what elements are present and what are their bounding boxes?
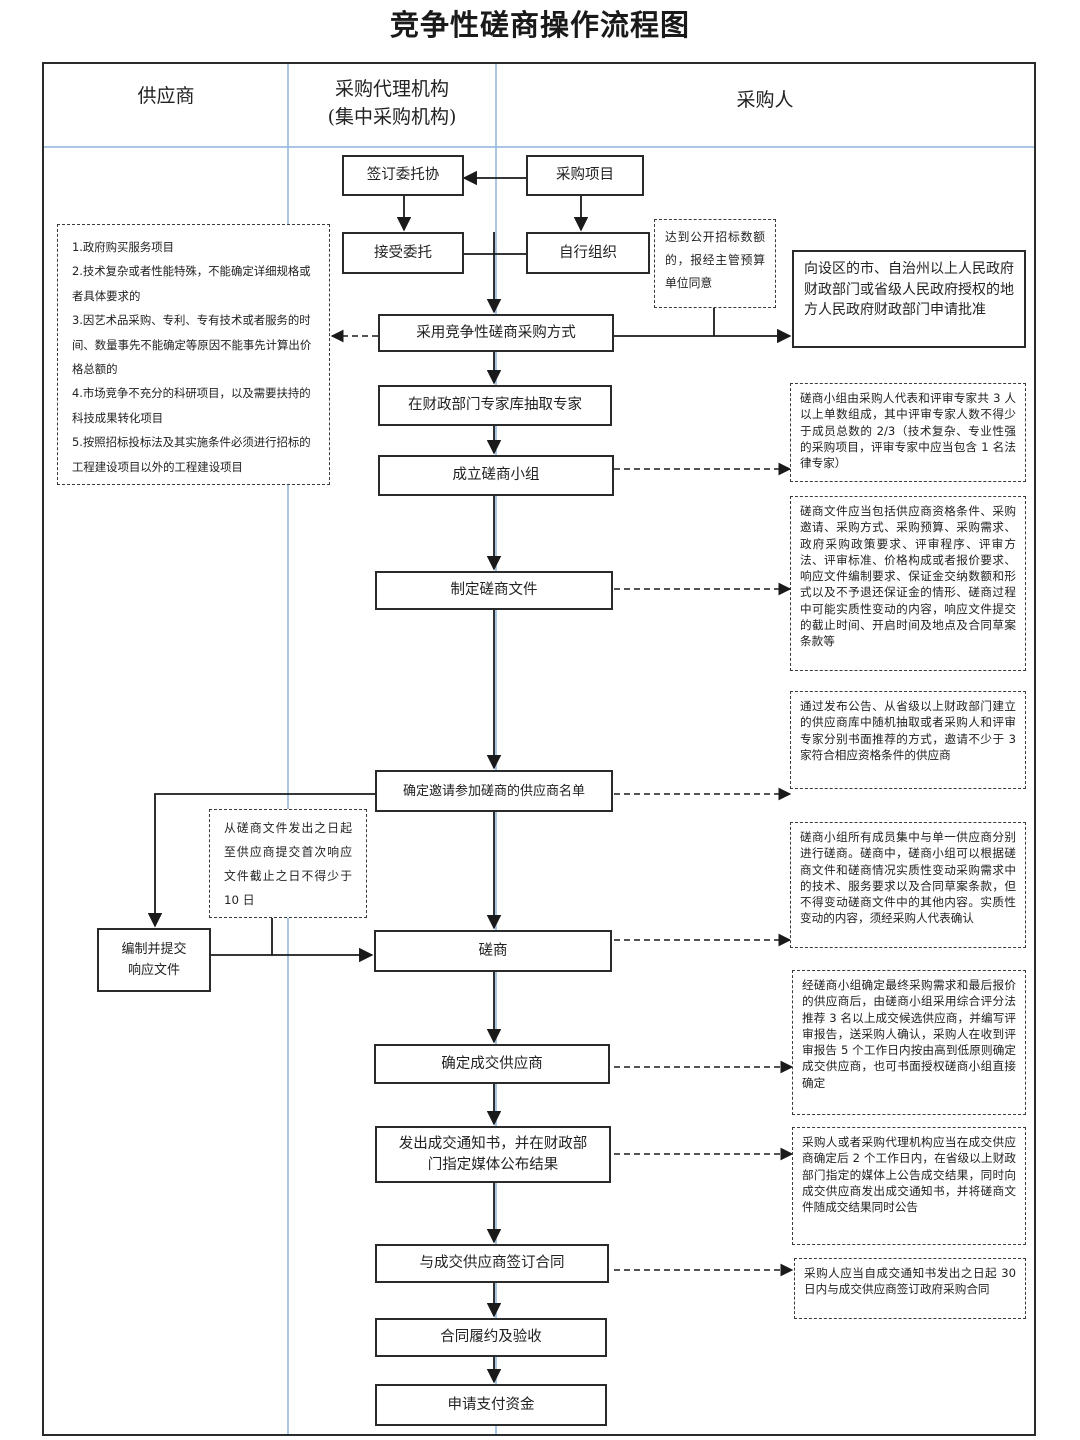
condition-item: 5.按照招标投标法及其实施条件必须进行招标的工程建设项目以外的工程建设项目 xyxy=(72,435,311,474)
lane-agency-label: 采购代理机构 xyxy=(334,78,449,100)
step-purchase-project-label: 采购项目 xyxy=(556,167,614,183)
step-submit-response-line1: 编制并提交 xyxy=(121,942,187,957)
lane-purchaser-label: 采购人 xyxy=(736,89,794,111)
step-submit-response: 编制并提交 响应文件 xyxy=(97,928,211,992)
step-purchase-project: 采购项目 xyxy=(526,155,644,196)
step-form-group: 成立磋商小组 xyxy=(378,455,614,496)
step-confirm-supplier-label: 确定成交供应商 xyxy=(441,1055,543,1072)
step-self-organize: 自行组织 xyxy=(526,232,650,274)
step-publish-notice-line1: 发出成交通知书，并在财政部 xyxy=(398,1135,588,1152)
condition-item: 3.因艺术品采购、专利、专有技术或者服务的时间、数量事先不能确定等原因不能事先计… xyxy=(72,313,312,377)
step-sign-contract-label: 与成交供应商签订合同 xyxy=(419,1255,565,1271)
note-winner-rule: 经磋商小组确定最终采购需求和最后报价的供应商后，由磋商小组采用综合评分法推荐 3… xyxy=(792,970,1026,1115)
step-self-organize-label: 自行组织 xyxy=(559,244,617,261)
step-prepare-docs-label: 制定磋商文件 xyxy=(450,582,538,598)
step-accept-entrust: 接受委托 xyxy=(342,232,464,274)
step-sign-entrust-label: 签订委托协 xyxy=(366,167,440,183)
step-sign-entrust: 签订委托协 xyxy=(342,155,464,196)
step-payment: 申请支付资金 xyxy=(375,1384,607,1426)
arrow-list-to-response xyxy=(147,793,375,928)
step-consultation-label: 磋商 xyxy=(478,942,508,959)
condition-item: 2.技术复杂或者性能特殊，不能确定详细规格或者具体要求的 xyxy=(72,264,311,303)
step-publish-notice-line2: 门指定媒体公布结果 xyxy=(427,1156,559,1173)
step-accept-entrust-label: 接受委托 xyxy=(374,244,432,261)
condition-item: 4.市场竞争不充分的科研项目，以及需要扶持的科技成果转化项目 xyxy=(72,386,311,425)
lane-agency-sublabel: (集中采购机构) xyxy=(327,106,457,128)
flowchart-frame xyxy=(42,62,1036,1436)
note-announce-rule: 采购人或者采购代理机构应当在成交供应商确定后 2 个工作日内，在省级以上财政部门… xyxy=(792,1127,1026,1245)
page-title: 竞争性磋商操作流程图 xyxy=(389,8,690,42)
step-adopt-method: 采用竞争性磋商采购方式 xyxy=(378,314,614,352)
lane-supplier-label: 供应商 xyxy=(137,85,195,107)
step-form-group-label: 成立磋商小组 xyxy=(452,467,540,483)
note-contract-rule: 采购人应当自成交通知书发出之日起 30 日内与成交供应商签订政府采购合同 xyxy=(794,1258,1026,1319)
note-supplier-selection: 通过发布公告、从省级以上财政部门建立的供应商库中随机抽取或者采购人和评审专家分别… xyxy=(790,691,1026,789)
step-draw-experts: 在财政部门专家库抽取专家 xyxy=(378,385,612,426)
step-confirm-list-label: 确定邀请参加磋商的供应商名单 xyxy=(402,783,585,799)
note-threshold: 达到公开招标数额的，报经主管预算单位同意 xyxy=(654,219,776,308)
step-perform: 合同履约及验收 xyxy=(375,1318,607,1357)
step-sign-contract: 与成交供应商签订合同 xyxy=(375,1244,609,1283)
step-prepare-docs: 制定磋商文件 xyxy=(375,571,613,610)
step-confirm-list: 确定邀请参加磋商的供应商名单 xyxy=(375,770,613,812)
condition-item: 1.政府购买服务项目 xyxy=(72,240,174,254)
note-approval: 向设区的市、自治州以上人民政府财政部门或省级人民政府授权的地方人民政府财政部门申… xyxy=(792,250,1026,348)
lane-header-agency: 采购代理机构 (集中采购机构) xyxy=(288,75,496,131)
step-adopt-method-label: 采用竞争性磋商采购方式 xyxy=(416,324,576,341)
lane-header-supplier: 供应商 xyxy=(44,82,288,110)
note-consultation-rule: 磋商小组所有成员集中与单一供应商分别进行磋商。磋商中，磋商小组可以根据磋商文件和… xyxy=(790,822,1026,948)
step-publish-notice: 发出成交通知书，并在财政部 门指定媒体公布结果 xyxy=(375,1126,611,1183)
step-perform-label: 合同履约及验收 xyxy=(440,1329,542,1345)
step-confirm-supplier: 确定成交供应商 xyxy=(374,1044,610,1084)
step-draw-experts-label: 在财政部门专家库抽取专家 xyxy=(408,397,582,413)
lane-header-purchaser: 采购人 xyxy=(496,86,1034,114)
note-response-time: 从磋商文件发出之日起至供应商提交首次响应文件截止之日不得少于 10 日 xyxy=(209,809,367,918)
step-consultation: 磋商 xyxy=(374,930,612,972)
applicable-conditions: 1.政府购买服务项目 2.技术复杂或者性能特殊，不能确定详细规格或者具体要求的 … xyxy=(57,224,330,485)
note-group-composition: 磋商小组由采购人代表和评审专家共 3 人以上单数组成，其中评审专家人数不得少于成… xyxy=(790,383,1026,482)
step-submit-response-line2: 响应文件 xyxy=(127,963,180,978)
step-payment-label: 申请支付资金 xyxy=(447,1396,535,1413)
note-doc-contents: 磋商文件应当包括供应商资格条件、采购邀请、采购方式、采购预算、采购需求、政府采购… xyxy=(790,496,1026,671)
